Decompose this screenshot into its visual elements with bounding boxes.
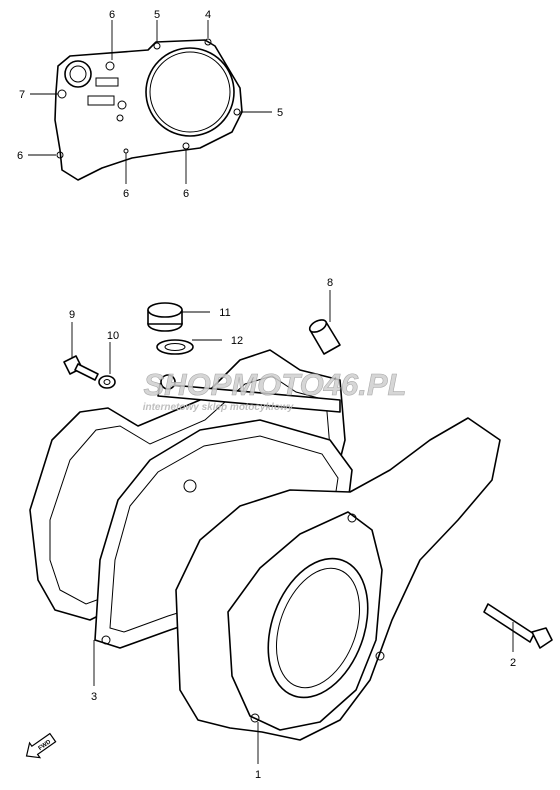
front-direction-arrow: FWD [25,732,57,759]
callout-label: 6 [109,9,115,21]
upper-leader-lines [28,20,272,184]
dowel-pin [308,319,341,355]
o-ring [156,339,194,355]
front-crankcase-cover [175,417,501,741]
washer-10 [98,375,116,389]
callout-label: 6 [17,150,23,162]
watermark-brand: SHOPMOTO46.PL [144,367,407,402]
callout-labels: 6 5 4 7 5 6 6 6 8 9 10 11 12 2 3 1 [17,9,516,781]
callout-label: 3 [91,691,97,703]
callout-label: 6 [123,188,129,200]
callout-label: 4 [205,9,211,21]
callout-label: 6 [183,188,189,200]
callout-label: 7 [19,89,25,101]
callout-label: 9 [69,309,75,321]
callout-label: 11 [219,307,230,319]
callout-label: 12 [231,335,243,347]
lower-leader-lines [71,290,514,764]
bolt-2 [483,603,553,649]
callout-label: 5 [277,107,283,119]
shaft [157,374,341,413]
watermark-tagline: internetowy sklep motocyklowy [143,402,294,413]
oil-filler-cap [147,302,183,332]
callout-label: 2 [510,657,516,669]
callout-label: 1 [255,769,261,781]
watermark: SHOPMOTO46.PL internetowy sklep motocykl… [143,367,407,413]
callout-label: 5 [154,9,160,21]
callout-label: 8 [327,277,333,289]
bolt-9 [63,355,99,381]
upper-cover [54,38,243,181]
callout-label: 10 [107,330,119,342]
